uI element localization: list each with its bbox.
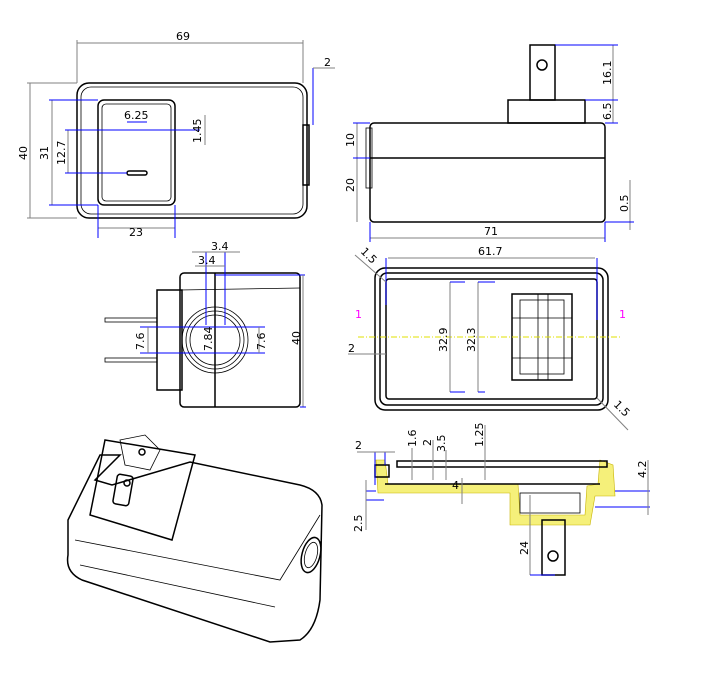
dim-7-6-left: 7.6 [134, 333, 147, 351]
isometric-view [66, 434, 323, 643]
side-view: 16.1 6.5 10 20 0.5 71 [344, 44, 634, 242]
dim-3-4-top: 3.4 [211, 240, 229, 253]
dim-32-3: 32.3 [465, 328, 478, 353]
dim-32-9: 32.9 [437, 328, 450, 353]
section-view: 2 1.6 2 3.5 1.25 4 4.2 2.5 24 [352, 423, 650, 576]
marker-1-right: 1 [619, 308, 626, 321]
dim-3-4: 3.4 [198, 254, 216, 267]
dim-height-40: 40 [17, 146, 30, 160]
dim-4: 4 [452, 479, 459, 492]
dim-2-5: 2.5 [352, 515, 365, 533]
dim-2-wall: 2 [348, 342, 355, 355]
dim-10: 10 [344, 133, 357, 147]
dim-2-section: 2 [355, 439, 362, 452]
dim-2: 2 [324, 56, 331, 69]
dim-1-45: 1.45 [191, 119, 204, 144]
dim-1-25: 1.25 [473, 423, 486, 448]
dim-12-7: 12.7 [55, 141, 68, 166]
dim-7-84: 7.84 [202, 327, 215, 352]
inner-view: 1 1 1.5 61.7 32.9 32.3 2 1.5 [348, 245, 632, 431]
dim-31: 31 [38, 146, 51, 160]
dim-61-7: 61.7 [478, 245, 503, 258]
dim-0-5: 0.5 [618, 195, 631, 213]
dim-23: 23 [129, 226, 143, 239]
dim-4-2: 4.2 [636, 461, 649, 479]
dim-24: 24 [518, 541, 531, 555]
dim-71: 71 [484, 225, 498, 238]
dim-7-6-right: 7.6 [255, 333, 268, 351]
dim-40: 40 [290, 331, 303, 345]
dim-radius-1-5-top: 1.5 [358, 245, 380, 267]
dim-3-5: 3.5 [435, 435, 448, 453]
dim-20: 20 [344, 178, 357, 192]
dim-6-5: 6.5 [601, 103, 614, 121]
dim-2-rib: 2 [421, 439, 434, 446]
dim-width-69: 69 [176, 30, 190, 43]
dim-16-1: 16.1 [601, 61, 614, 86]
top-view: 69 2 40 31 12.7 6.25 1.45 23 [17, 30, 335, 239]
marker-1-left: 1 [355, 308, 362, 321]
end-view: 3.4 3.4 7.6 7.84 7.6 40 [104, 240, 306, 408]
dim-1-6: 1.6 [406, 430, 419, 448]
dim-6-25: 6.25 [124, 109, 149, 122]
